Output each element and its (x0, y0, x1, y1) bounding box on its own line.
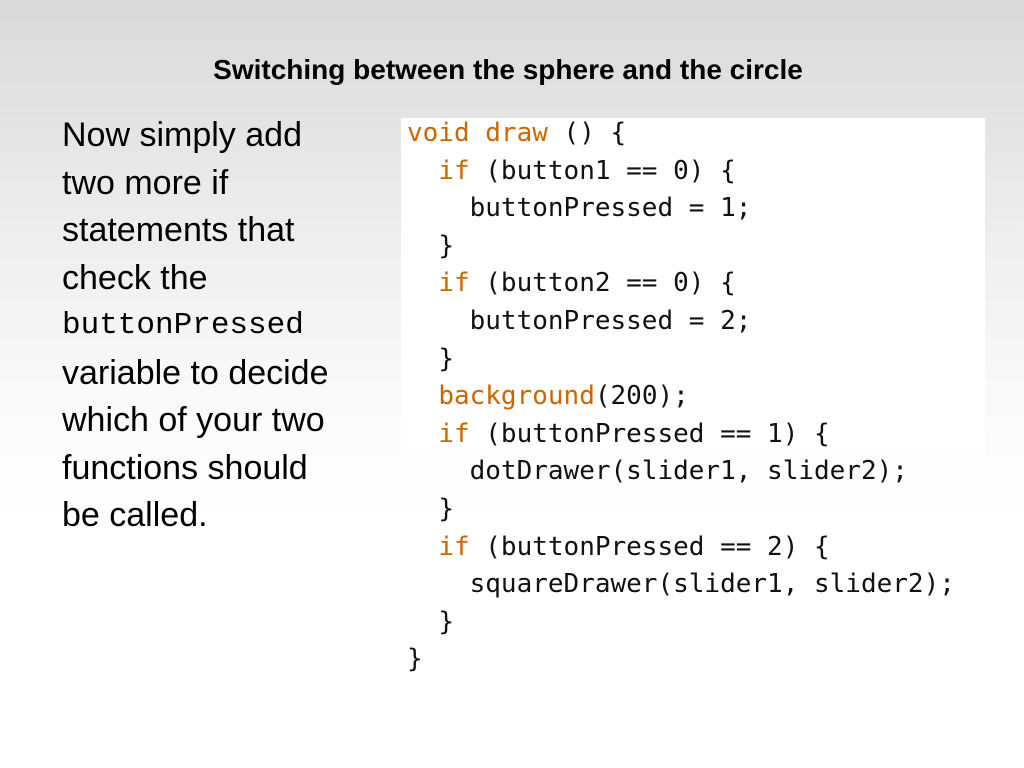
code-line: if (button1 == 0) { (407, 153, 955, 191)
code-text: (200); (594, 381, 689, 412)
code-text: } (438, 493, 454, 524)
code-block: void draw () { if (button1 == 0) { butto… (407, 115, 955, 679)
slide-title: Switching between the sphere and the cir… (213, 54, 803, 85)
body-line: Now simply add (62, 116, 302, 154)
code-text: } (438, 606, 454, 637)
body-line: two more if (62, 163, 229, 202)
code-text: (button1 == 0) { (469, 155, 736, 186)
code-line: buttonPressed = 1; (407, 190, 955, 228)
body-line: functions should (62, 448, 308, 487)
code-keyword: if (438, 531, 470, 562)
code-screenshot-panel (401, 118, 985, 455)
code-line: } (407, 341, 955, 379)
code-text: squareDrawer(slider1, slider2); (469, 569, 955, 600)
body-line: check the (62, 258, 208, 297)
code-line: dotDrawer(slider1, slider2); (407, 453, 955, 491)
code-text: (buttonPressed == 1) { (469, 418, 830, 449)
code-keyword: if (438, 418, 470, 449)
code-keyword: void draw (407, 118, 548, 148)
code-line: } (407, 228, 955, 266)
code-line: } (407, 641, 955, 679)
code-line: if (button2 == 0) { (407, 265, 955, 303)
code-line: if (buttonPressed == 2) { (407, 529, 955, 567)
code-keyword: if (438, 155, 470, 186)
code-text: } (407, 644, 423, 675)
code-text: buttonPressed = 1; (469, 193, 752, 224)
code-line: void draw () { (407, 115, 955, 153)
code-keyword: if (438, 268, 470, 299)
code-text: dotDrawer(slider1, slider2); (469, 456, 908, 487)
slide-body-text: Now simply add two more if statements th… (62, 112, 392, 540)
body-line: variable to decide (62, 353, 329, 392)
code-line: } (407, 604, 955, 642)
code-line: buttonPressed = 2; (407, 303, 955, 341)
code-text: buttonPressed = 2; (469, 305, 752, 336)
code-line: squareDrawer(slider1, slider2); (407, 566, 955, 604)
code-text: (buttonPressed == 2) { (469, 531, 830, 562)
code-line: } (407, 491, 955, 529)
body-line: statements that (62, 211, 295, 249)
code-text: } (438, 343, 454, 374)
code-line: background(200); (407, 378, 955, 416)
code-keyword: background (438, 381, 595, 412)
code-text: (button2 == 0) { (469, 268, 736, 299)
code-line: if (buttonPressed == 1) { (407, 416, 955, 454)
body-line: be called. (62, 496, 208, 534)
code-text: } (438, 230, 454, 261)
body-line: which of your two (62, 401, 325, 439)
body-inline-code: buttonPressed (62, 308, 304, 343)
code-text: () { (547, 118, 627, 148)
